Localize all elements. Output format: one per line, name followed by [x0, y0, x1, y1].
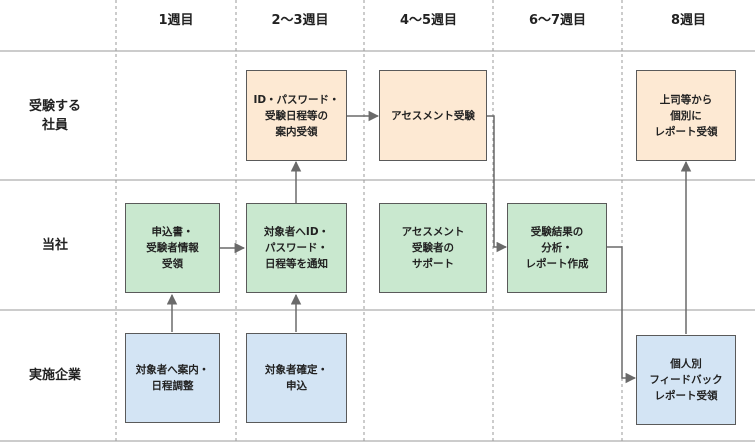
- arrow-assessment-to-analysis: [487, 115, 508, 253]
- box-assessment-support: アセスメント 受験者の サポート: [379, 203, 487, 293]
- col-header-week4-5: 4〜5週目: [399, 13, 458, 28]
- arrow-analysis-to-feedback: [607, 246, 637, 384]
- col-header-week8: 8週目: [670, 13, 707, 28]
- row-label-provider: 実施企業: [28, 368, 81, 383]
- box-individual-feedback: 個人別 フィードバック レポート受領: [636, 335, 736, 425]
- box-receive-application: 申込書・ 受験者情報 受領: [125, 203, 220, 293]
- box-notify-targets: 対象者へID・ パスワード・ 日程等を通知: [246, 203, 347, 293]
- col-header-week2-3: 2〜3週目: [271, 13, 329, 28]
- box-guide-schedule: 対象者へ案内・ 日程調整: [125, 333, 220, 423]
- col-header-week1: 1週目: [158, 13, 194, 28]
- row-label-employee: 受験する 社員: [28, 98, 81, 133]
- box-receive-report: 上司等から 個別に レポート受領: [636, 70, 736, 161]
- row-label-company: 当社: [41, 237, 68, 253]
- box-take-assessment: アセスメント受験: [379, 70, 487, 161]
- box-id-password-notice: ID・パスワード・ 受験日程等の 案内受領: [246, 70, 347, 161]
- box-confirm-apply: 対象者確定・ 申込: [246, 333, 347, 423]
- box-analysis-report: 受験結果の 分析・ レポート作成: [507, 203, 607, 293]
- col-header-week6-7: 6〜7週目: [528, 13, 587, 28]
